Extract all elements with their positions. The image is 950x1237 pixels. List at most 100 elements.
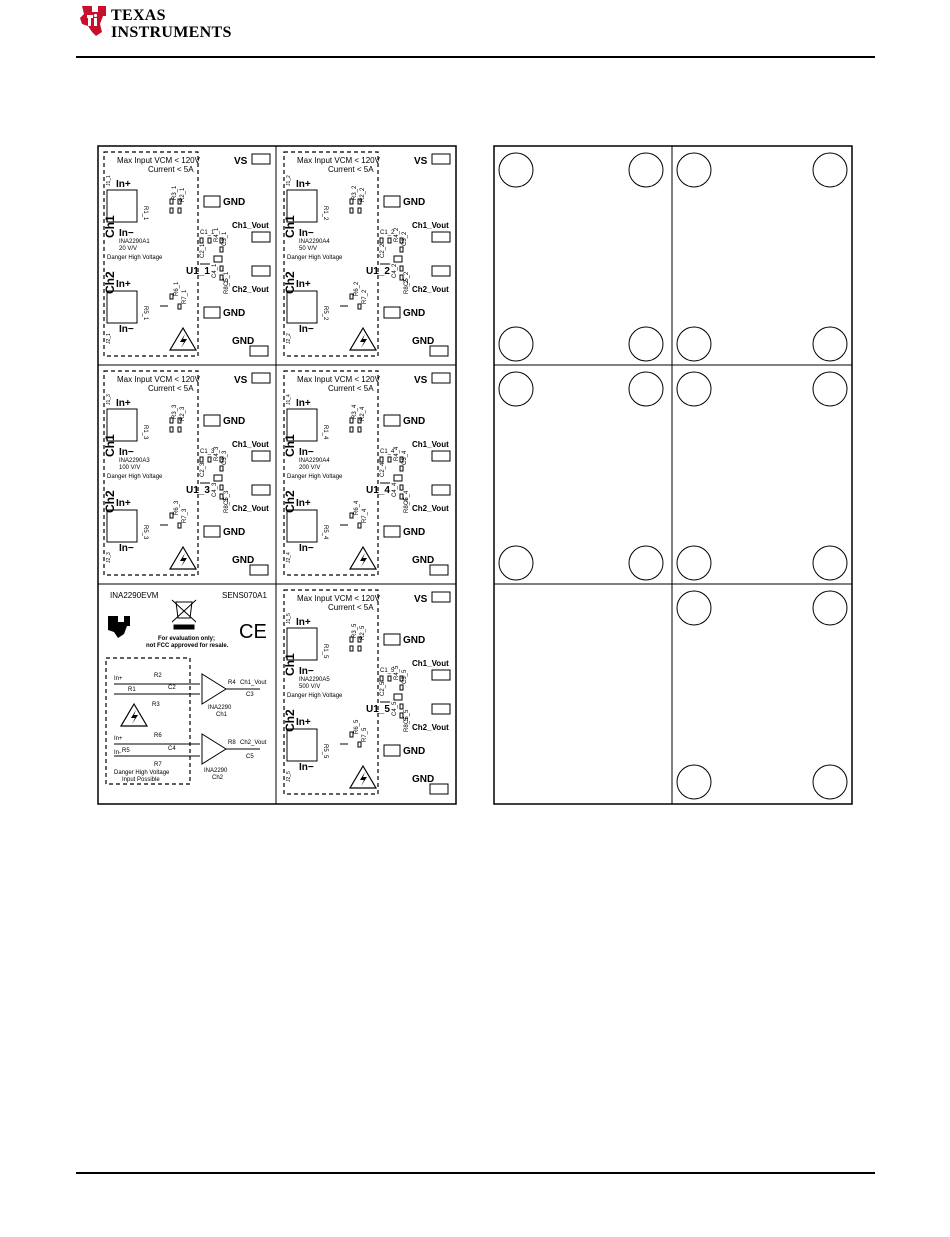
sch-r2: R2 (154, 673, 162, 679)
c4-label: C4_4 (392, 482, 398, 497)
gain-label: 100 V/V (119, 465, 140, 471)
c3-label: C3_3 (222, 450, 228, 465)
lightning-bolt (180, 553, 187, 567)
mounting-hole (498, 326, 534, 362)
warning-triangle (348, 326, 378, 351)
mounting-hole (676, 152, 712, 188)
ti-logo (76, 0, 236, 42)
mounting-hole (628, 152, 664, 188)
r2-label: R2_1 (180, 187, 186, 202)
gnd-pad (383, 414, 401, 427)
gnd-label: GND (223, 197, 245, 208)
r6-label: R6_1 (174, 281, 180, 296)
sch-danger-2: Input Possible (122, 777, 160, 783)
r5-label: R5_3 (142, 525, 148, 540)
c5-pad-2 (219, 274, 224, 281)
high-voltage-warning-icon (348, 764, 378, 789)
ch1-label: Ch1 (283, 653, 297, 676)
gnd-label-2: GND (403, 746, 425, 757)
j2-label: J2_2 (286, 333, 292, 344)
gnd-pad (203, 414, 221, 427)
gnd-pad-2 (383, 525, 401, 538)
ch1-vout-label: Ch1_Vout (412, 221, 449, 230)
j2-label: J2_3 (106, 552, 112, 563)
r4-pad (399, 237, 404, 244)
r6-pad (169, 512, 174, 519)
in-minus-label: In− (299, 447, 314, 458)
ch2-vout-pad (251, 484, 271, 496)
c1-label: C1_4 (380, 449, 395, 455)
c1-label: C1_2 (380, 230, 395, 236)
ch2-label: Ch2 (283, 271, 297, 294)
c1-pad-2 (207, 237, 212, 244)
r6-label: R6_5 (354, 719, 360, 734)
logo-line-2: INSTRUMENTS (111, 24, 232, 41)
gnd-pad-3 (249, 564, 269, 576)
high-voltage-warning-icon (168, 545, 198, 570)
in-minus-label: In− (299, 666, 314, 677)
sch-r7: R7 (154, 762, 162, 768)
ch2-vout-label: Ch2_Vout (412, 504, 449, 513)
hv-zone-outline (283, 370, 379, 576)
r7-label: R7_4 (362, 508, 368, 523)
lightning-bolt (360, 553, 367, 567)
vs-pad (251, 153, 271, 165)
in-minus-label-2: In− (119, 324, 134, 335)
r6-pad (169, 293, 174, 300)
r4-label: R4_2 (394, 227, 400, 242)
r4-pad (399, 675, 404, 682)
mounting-hole (498, 371, 534, 407)
warning-triangle (348, 764, 378, 789)
hv-zone-outline (103, 151, 199, 357)
r2-pad (177, 417, 182, 424)
c3-label: C3_1 (222, 231, 228, 246)
ch2-terminal-block (106, 290, 138, 324)
c5-pad (219, 484, 224, 491)
ch1-terminal-block (106, 408, 138, 442)
sch-ch2: Ch2 (212, 775, 224, 781)
lightning-bolt (360, 772, 367, 786)
gnd-pad-3 (429, 783, 449, 795)
gnd-label-3: GND (412, 774, 434, 785)
ch2-label: Ch2 (283, 490, 297, 513)
current-label: Current < 5A (328, 165, 374, 174)
footer-rule (76, 1172, 875, 1174)
in-plus-label-2: In+ (116, 279, 131, 290)
r7-pad (357, 303, 362, 310)
gnd-label-3: GND (232, 555, 254, 566)
r2-pad-2 (357, 426, 362, 433)
r7-pad (357, 522, 362, 529)
ch2-terminal-block (286, 728, 318, 762)
ch1-vout-pad (251, 231, 271, 243)
r2-pad (357, 417, 362, 424)
r3-label: R3_4 (352, 404, 358, 419)
mounting-hole (676, 764, 712, 800)
ch1-vout-pad (431, 231, 451, 243)
ch1-label: Ch1 (283, 215, 297, 238)
in-plus-label-2: In+ (116, 498, 131, 509)
c1-pad (199, 237, 204, 244)
gnd-label: GND (223, 416, 245, 427)
ch2-terminal-block (106, 509, 138, 543)
r6-label: R6_2 (354, 281, 360, 296)
ch1-vout-label: Ch1_Vout (412, 659, 449, 668)
in-plus-label: In+ (296, 179, 311, 190)
lightning-bolt (180, 334, 187, 348)
c2-pad (213, 474, 223, 482)
in-plus-label: In+ (296, 398, 311, 409)
vs-label: VS (414, 156, 428, 167)
r7-label: R7_5 (362, 727, 368, 742)
c3-label: C3_2 (402, 231, 408, 246)
vs-label: VS (414, 375, 428, 386)
weee-cross-2 (171, 599, 197, 623)
in-minus-label-2: In− (299, 543, 314, 554)
sens-label: SENS070A1 (222, 591, 267, 600)
gnd-pad-2 (383, 744, 401, 757)
gain-label: 50 V/V (299, 246, 317, 252)
warning-triangle (168, 326, 198, 351)
hv-zone-outline (283, 589, 379, 795)
vs-pad (251, 372, 271, 384)
high-voltage-warning-icon (168, 326, 198, 351)
